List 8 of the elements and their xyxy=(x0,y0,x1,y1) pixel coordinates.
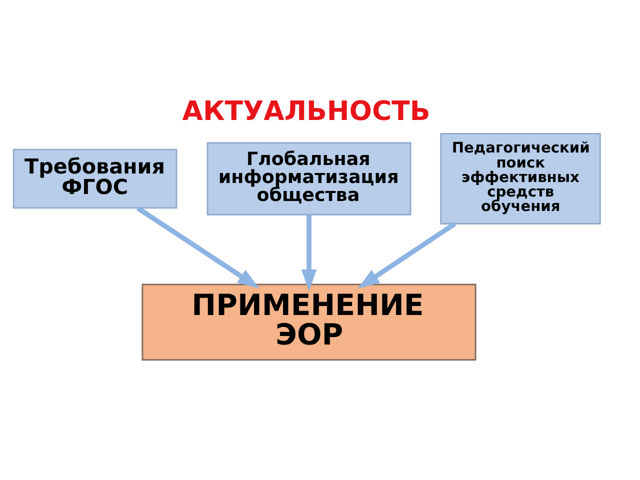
arrow xyxy=(301,214,317,291)
node-box: Требования ФГОС xyxy=(12,148,178,208)
node-box: Глобальная информатизация общества xyxy=(206,142,412,215)
node-box: Педагогический поиск эффективных средств обучения xyxy=(440,132,601,224)
arrow xyxy=(358,221,456,288)
diagram-title: АКТУАЛЬНОСТЬ xyxy=(182,95,430,126)
node-box: ПРИМЕНЕНИЕ ЭОР xyxy=(142,283,476,360)
arrow xyxy=(136,206,260,288)
